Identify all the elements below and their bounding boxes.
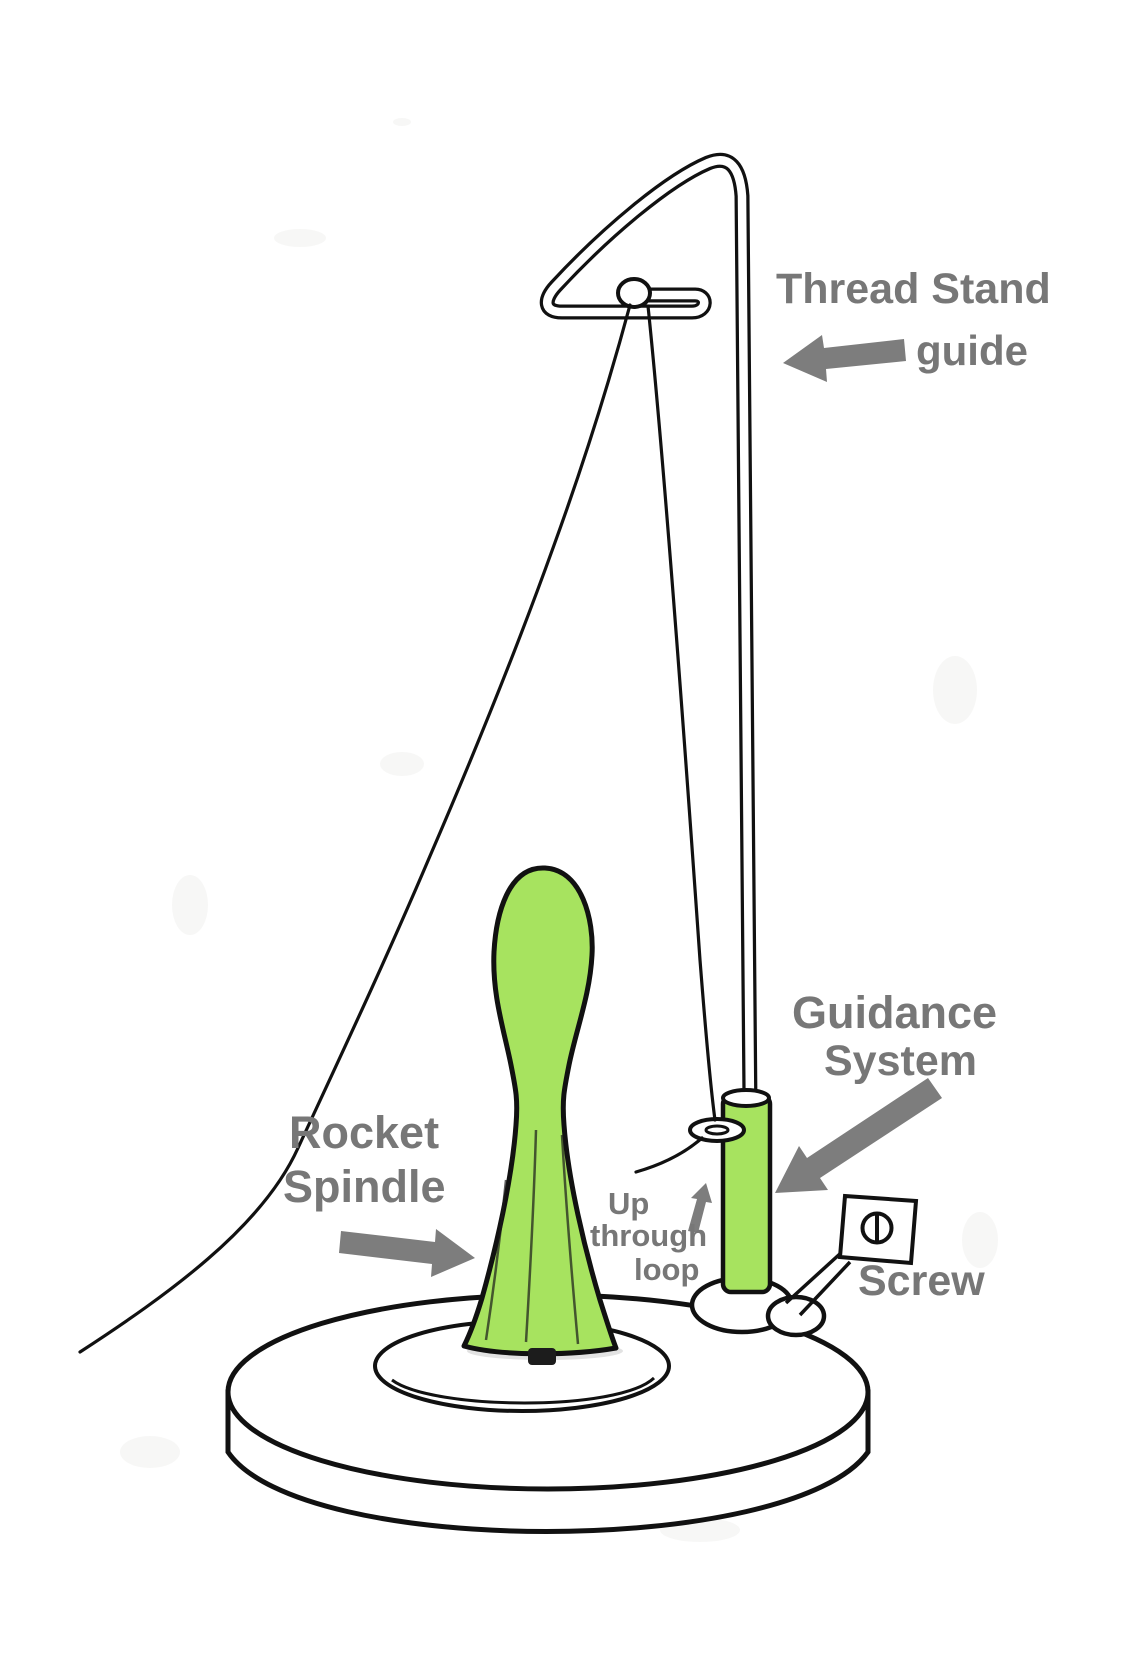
base-platform [225,1292,871,1534]
label-up: Up [608,1186,650,1221]
thread-to-tube [646,304,717,1122]
up-through-loop-arrow [688,1183,712,1233]
label-screw: Screw [858,1257,985,1305]
label-guidance: Guidance [792,987,998,1038]
stand-thread-loop [616,277,652,309]
stand-tube-inner [543,156,755,1110]
label-rocket: Rocket [289,1107,440,1158]
guidance-system-arrow [775,1078,942,1193]
tube-opening [721,1088,771,1108]
screw-assembly [784,1193,919,1317]
thread-long-strand [78,303,632,1354]
tube-eyelet-inner [704,1124,730,1136]
spindle-seam-lines [484,1129,580,1345]
label-guide: guide [916,327,1028,374]
screw-pointer-line-1 [784,1250,844,1305]
base-inner-ring-rim [391,1376,656,1405]
thread-stand-arrow [783,335,906,382]
rocket-spindle-arrow [339,1229,475,1277]
thread [78,303,717,1354]
label-spindle: Spindle [283,1161,446,1212]
label-system: System [824,1037,977,1085]
thread-through-loop [634,1136,704,1174]
screw-pointer-line-2 [798,1260,852,1317]
rocket-spindle [461,865,623,1365]
spindle-base-nut [528,1348,556,1365]
label-thread-stand: Thread Stand [776,265,1051,313]
guidance-system [688,1088,827,1338]
thread-stand-guide [539,152,758,1113]
paper-texture [120,118,998,1542]
label-through: through [590,1218,708,1253]
tube-foot-lump [765,1294,827,1338]
spindle-body [461,865,619,1357]
callout-arrows [339,335,942,1277]
label-loop: loop [634,1252,700,1287]
